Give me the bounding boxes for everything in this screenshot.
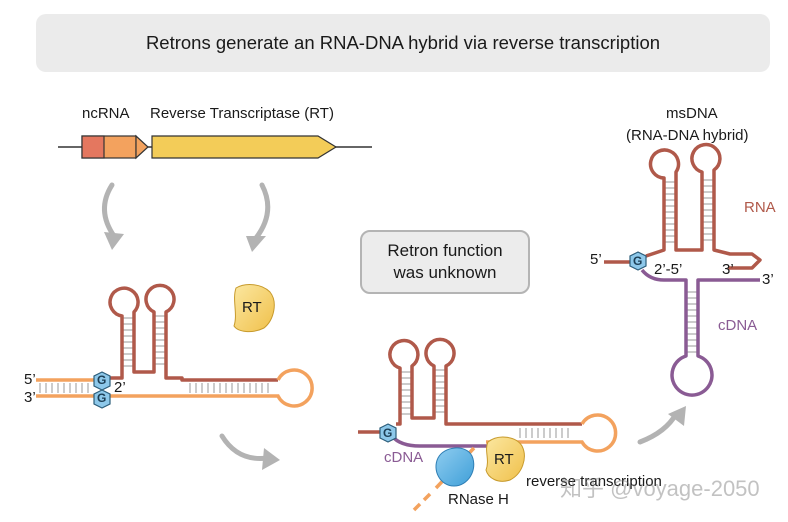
callout-line1: Retron function (387, 241, 503, 260)
arrowhead-left-to-middle (262, 448, 280, 470)
right-three-prime-outer: 3’ (762, 271, 774, 288)
left-two-prime: 2’ (114, 379, 126, 396)
right-cdna-label: cDNA (718, 317, 758, 334)
rt-gene (151, 135, 338, 159)
left-five-prime: 5’ (24, 371, 36, 388)
middle-rt-protein (485, 436, 525, 482)
right-cdna-strand (640, 268, 760, 397)
middle-g-label: G (383, 426, 393, 440)
arrow-rt-down (253, 182, 271, 241)
right-msdna (604, 142, 762, 397)
ncrna-gene-tip (135, 134, 149, 160)
left-rt-protein (233, 284, 275, 333)
callout-line2: was unknown (393, 263, 497, 282)
operon (58, 134, 372, 160)
left-ncrna (36, 283, 314, 409)
rnase-h-label: RNase H (448, 491, 509, 508)
arrowhead-middle-to-right (668, 406, 686, 426)
middle-cdna-strand (390, 434, 488, 448)
right-rna-label: RNA (744, 199, 776, 216)
left-g-bottom: G (97, 391, 107, 405)
middle-msr-strand (358, 337, 582, 434)
middle-msd-loop (486, 413, 618, 453)
left-msd-strand (36, 368, 314, 408)
middle-rt-label: RT (494, 451, 514, 468)
title-banner: Retrons generate an RNA-DNA hybrid via r… (36, 14, 770, 72)
arrow-left-to-middle (219, 433, 271, 462)
ncrna-label: ncRNA (82, 105, 130, 122)
page-title: Retrons generate an RNA-DNA hybrid via r… (145, 32, 661, 53)
arrowhead-rt (246, 236, 266, 252)
msdna-title-line2: (RNA-DNA hybrid) (626, 127, 749, 144)
right-g-label: G (633, 254, 643, 268)
left-g-top: G (97, 373, 107, 387)
rt-gene-label: Reverse Transcriptase (RT) (150, 105, 334, 122)
left-g-bottom-hex (93, 389, 111, 409)
rnase-h-protein (435, 447, 475, 487)
arrow-middle-to-right (637, 411, 679, 445)
reverse-transcription-label: reverse transcription (526, 473, 662, 490)
middle-degraded-fragment-2 (412, 502, 422, 512)
middle-cdna-label: cDNA (384, 449, 424, 466)
watermark: 知乎 @voyage-2050 (560, 476, 760, 501)
left-rt-label: RT (242, 299, 262, 316)
ncrna-msr-segment (81, 135, 105, 159)
msdna-title-line1: msDNA (666, 105, 718, 122)
middle-g-hex (379, 423, 397, 443)
middle-degraded-fragment-1 (422, 492, 432, 502)
callout-box: Retron function was unknown (360, 230, 530, 294)
right-three-prime-inner: 3’ (722, 261, 734, 278)
right-rna-strand (604, 142, 762, 270)
right-g-hex (629, 251, 647, 271)
left-three-prime: 3’ (24, 389, 36, 406)
arrow-ncrna-down (102, 182, 117, 239)
right-linkage-label: 2’-5’ (654, 261, 683, 278)
arrowhead-ncrna (104, 232, 124, 250)
right-five-prime: 5’ (590, 251, 602, 268)
middle-complex (358, 337, 618, 512)
left-msr-strand (104, 283, 278, 382)
